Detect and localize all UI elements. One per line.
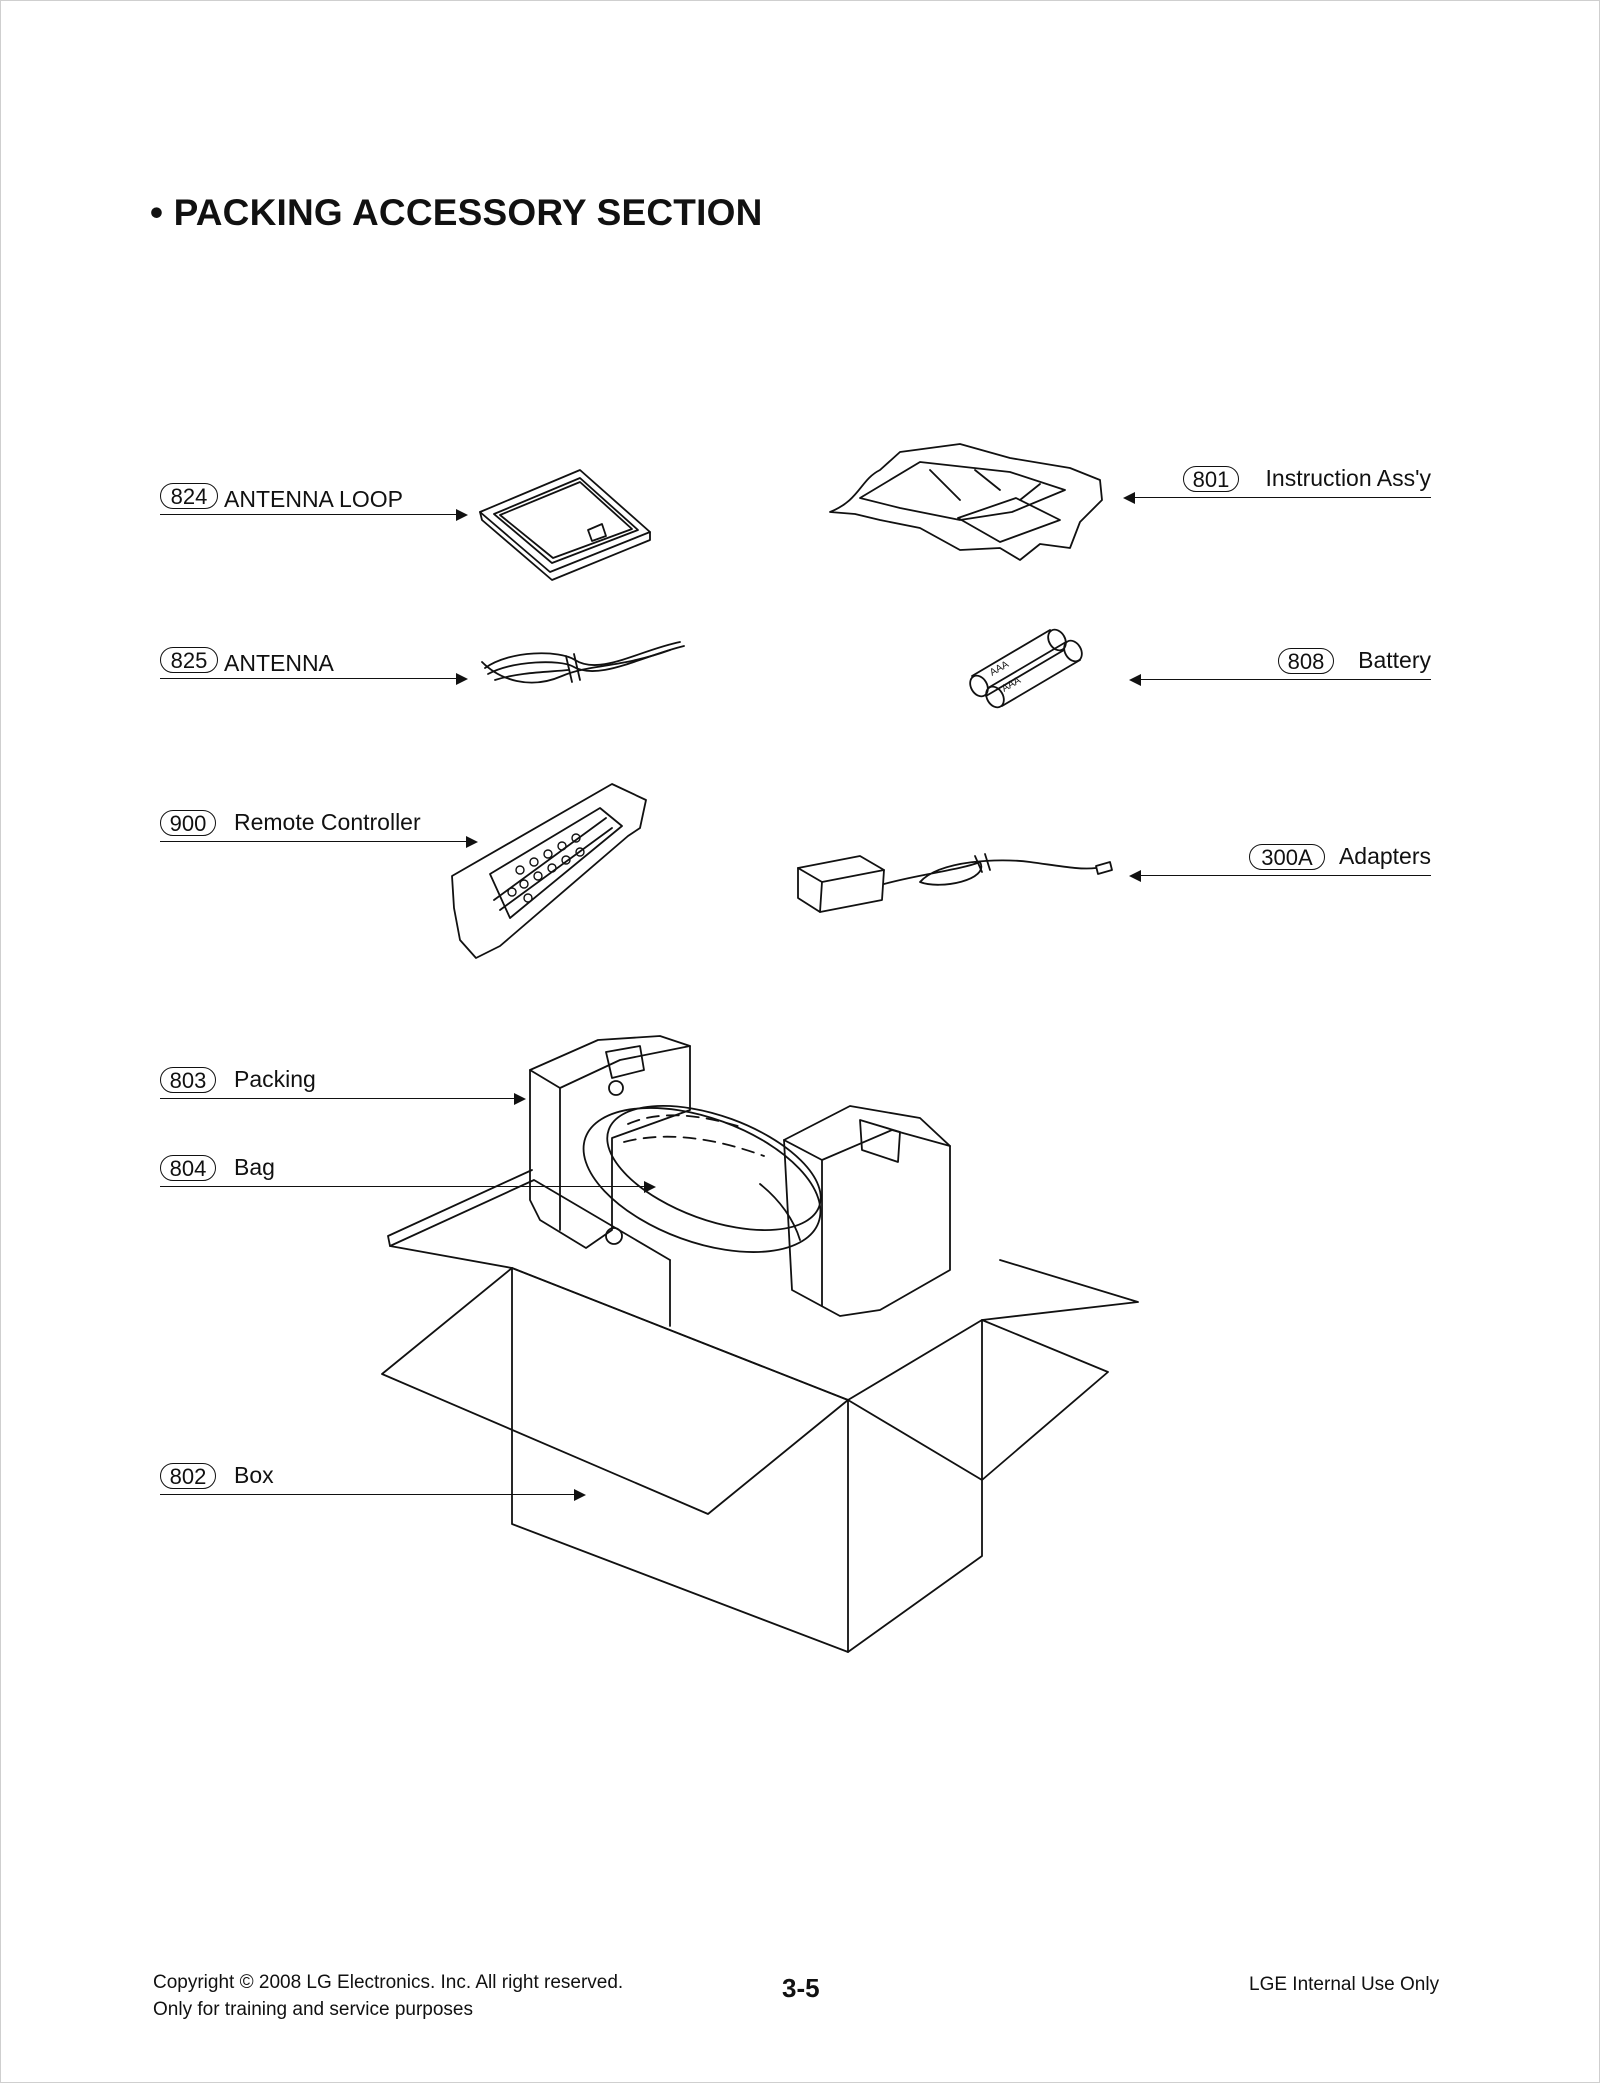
part-number-badge: 808 [1278, 648, 1334, 674]
leader-arrow [1123, 492, 1135, 504]
antenna-loop-drawing [479, 469, 651, 581]
part-label: Packing [234, 1066, 316, 1092]
part-number-badge: 803 [160, 1067, 216, 1093]
packing-drawing [529, 1035, 951, 1317]
leader-arrow [466, 836, 478, 848]
leader-arrow [574, 1489, 586, 1501]
leader-arrow [456, 509, 468, 521]
callout-instruction: 801 Instruction Ass'y [1123, 462, 1431, 504]
callout-box: 802 Box [160, 1459, 586, 1501]
section-title: • PACKING ACCESSORY SECTION [150, 192, 763, 233]
leader-line [1131, 875, 1431, 876]
leader-line [160, 514, 466, 515]
part-number-badge: 900 [160, 810, 216, 836]
leader-arrow [644, 1181, 656, 1193]
leader-arrow [1129, 870, 1141, 882]
part-label: ANTENNA LOOP [224, 486, 403, 512]
part-number-badge: 825 [160, 647, 218, 673]
box-drawing [381, 1169, 1139, 1653]
callout-bag: 804 Bag [160, 1151, 656, 1193]
leader-line [160, 1098, 524, 1099]
page-number: 3-5 [782, 1973, 820, 2003]
part-label: Bag [234, 1154, 275, 1180]
leader-arrow [514, 1093, 526, 1105]
antenna-wire-drawing [481, 641, 685, 684]
part-number-badge: 824 [160, 483, 218, 509]
leader-line [160, 841, 476, 842]
footer-copyright: Copyright © 2008 LG Electronics. Inc. Al… [153, 1972, 624, 1993]
adapter-drawing [797, 853, 1113, 913]
instruction-bag-drawing [829, 443, 1103, 561]
footer-internal-use: LGE Internal Use Only [1249, 1974, 1440, 1995]
part-number-badge: 802 [160, 1463, 216, 1489]
leader-line [160, 1186, 654, 1187]
leader-line [160, 678, 466, 679]
callout-antenna: 825 ANTENNA [160, 643, 468, 685]
part-label: Remote Controller [234, 809, 421, 835]
bag-drawing [582, 1105, 822, 1253]
part-label: ANTENNA [224, 650, 334, 676]
callout-remote-controller: 900 Remote Controller [160, 806, 478, 848]
callout-antenna-loop: 824 ANTENNA LOOP [160, 479, 468, 521]
part-label: Battery [1358, 647, 1431, 673]
remote-controller-drawing [451, 783, 647, 959]
leader-arrow [1129, 674, 1141, 686]
part-label: Box [234, 1462, 274, 1488]
callout-adapters: 300A Adapters [1129, 840, 1431, 882]
part-label: Adapters [1338, 843, 1431, 869]
part-number-badge: 804 [160, 1155, 216, 1181]
leader-line [160, 1494, 584, 1495]
leader-line [1125, 497, 1431, 498]
leader-arrow [456, 673, 468, 685]
part-label: Instruction Ass'y [1265, 465, 1431, 491]
battery-drawing: AAA AAA [969, 628, 1083, 709]
footer-purpose: Only for training and service purposes [153, 1999, 473, 2020]
callout-packing: 803 Packing [160, 1063, 526, 1105]
part-number-badge: 801 [1183, 466, 1239, 492]
part-number-badge: 300A [1249, 844, 1325, 870]
callout-battery: 808 Battery [1129, 644, 1431, 686]
leader-line [1131, 679, 1431, 680]
